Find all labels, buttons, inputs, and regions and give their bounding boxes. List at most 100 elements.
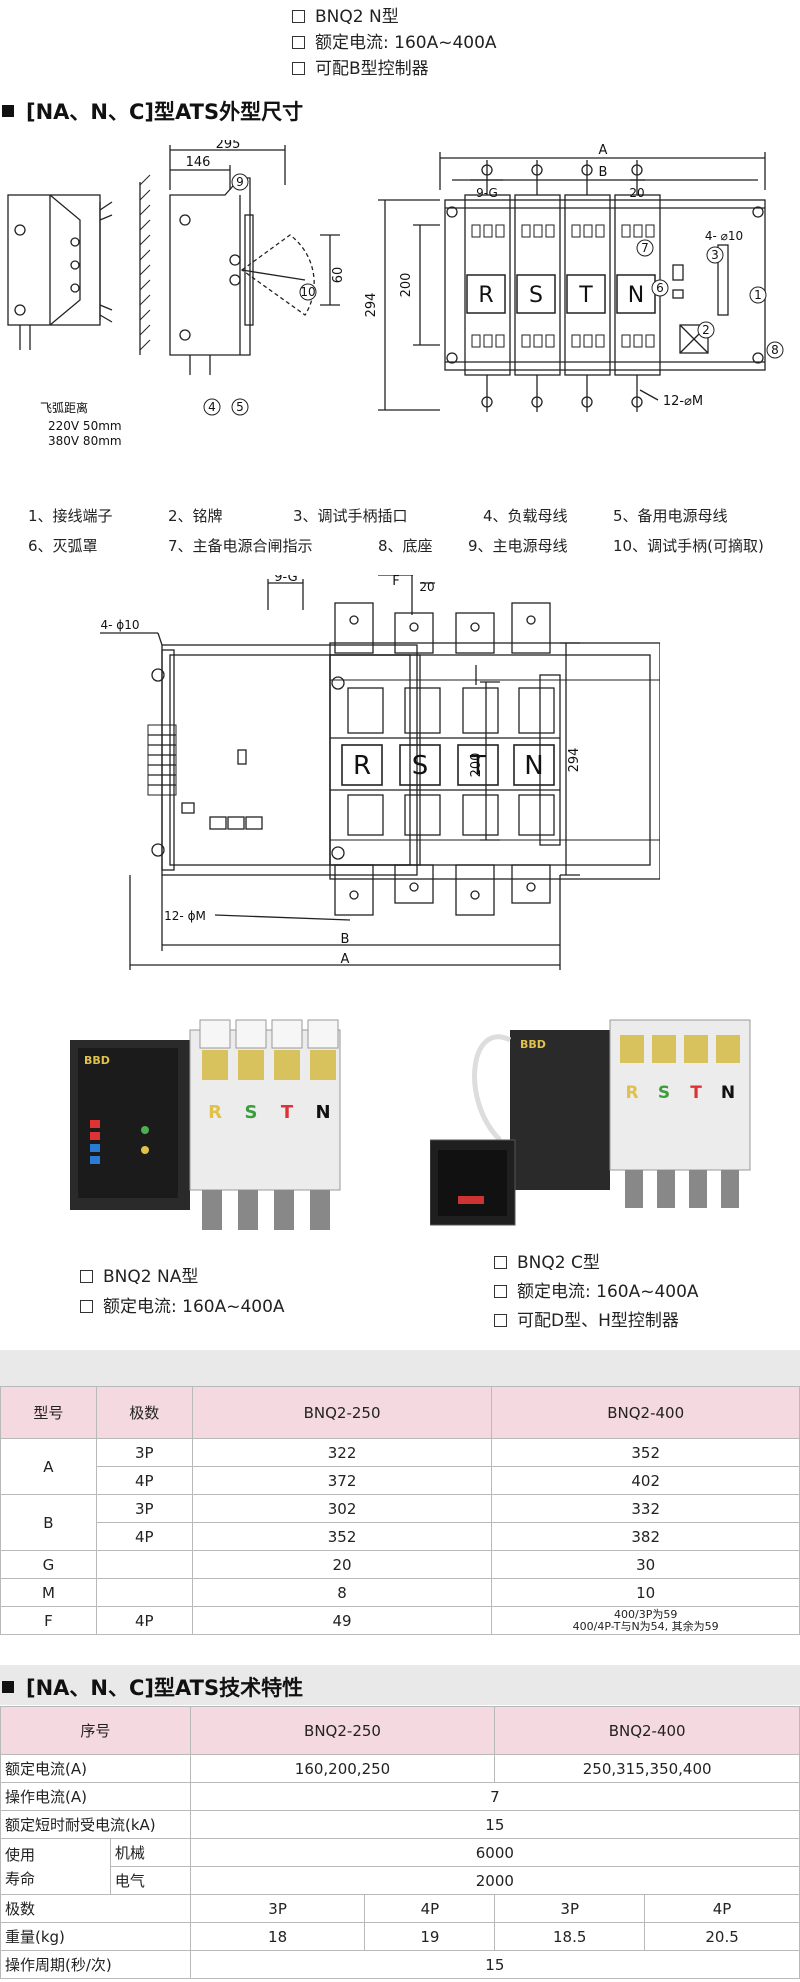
header-cell: 极数	[95, 1386, 193, 1439]
life-label-top: 使用	[5, 1845, 36, 1864]
legend-item: 1、接线端子	[28, 507, 113, 525]
product-photo-na: BBD R S T N	[70, 1019, 341, 1230]
table-row: 电气 2000	[1, 1866, 800, 1895]
dim-294: 294	[567, 748, 582, 773]
section-square-icon	[2, 1681, 14, 1693]
fly-arc-380: 380V 80mm	[48, 434, 122, 448]
phase-r: R	[353, 751, 371, 781]
dim-b: B	[341, 932, 350, 947]
callout-2: 2	[702, 323, 710, 337]
table-cell: 3P	[95, 1438, 193, 1467]
bullet-item: BNQ2 NA型	[80, 1264, 285, 1290]
phase-s: S	[529, 283, 543, 308]
table-cell: 20.5	[644, 1922, 800, 1951]
photo-phase-s: S	[658, 1083, 670, 1103]
table-cell: 18	[189, 1922, 366, 1951]
dim-200: 200	[399, 273, 414, 298]
section-title-text: [NA、N、C]型ATS技术特性	[26, 1676, 304, 1700]
checkbox-square-icon	[80, 1300, 93, 1313]
brand-logo: BBD	[520, 1038, 546, 1051]
table-header-row: 型号 极数 BNQ2-250 BNQ2-400	[0, 1386, 800, 1439]
bullet-item: 额定电流: 160A~400A	[292, 30, 497, 56]
callout-7: 7	[641, 241, 649, 255]
bullet-item: 额定电流: 160A~400A	[494, 1279, 699, 1305]
dim-9-g: 9-G	[274, 575, 298, 585]
legend-item: 6、灭弧罩	[28, 537, 98, 555]
table-row: 操作周期(秒/次) 15	[0, 1950, 800, 1979]
brand-logo: BBD	[84, 1054, 110, 1067]
fly-arc-220: 220V 50mm	[48, 419, 122, 433]
section2-band	[0, 1665, 800, 1705]
checkbox-square-icon	[292, 10, 305, 23]
sub-label: 机械	[109, 1838, 191, 1867]
table-row: M 8 10	[0, 1578, 800, 1607]
photo-phase-n: N	[315, 1102, 330, 1123]
table-cell: 4P	[95, 1466, 193, 1495]
bullet-item: 可配B型控制器	[292, 56, 497, 82]
table-cell: 30	[491, 1550, 800, 1579]
table-cell: 10	[491, 1578, 800, 1607]
section-square-icon	[2, 105, 14, 117]
dim-20: 20	[419, 580, 434, 594]
f400-line: 400/4P-T与N为54, 其余为59	[572, 1619, 719, 1633]
phase-t: T	[469, 751, 486, 781]
bullet-text: 额定电流: 160A~400A	[517, 1282, 699, 1302]
header-cell: BNQ2-250	[189, 1706, 496, 1755]
phase-s: S	[412, 751, 429, 781]
dim-a: A	[599, 143, 608, 158]
table-cell: 3P	[95, 1494, 193, 1523]
table-cell: 372	[191, 1466, 493, 1495]
legend-item: 7、主备电源合闸指示	[168, 537, 313, 555]
checkbox-square-icon	[292, 62, 305, 75]
callout-9: 9	[236, 175, 244, 189]
dim-60: 60	[331, 267, 346, 284]
bullet-text: BNQ2 C型	[517, 1253, 600, 1273]
table-row: G 20 30	[0, 1550, 800, 1579]
header-cell: 型号	[0, 1386, 97, 1439]
table-row: 极数 3P 4P 3P 4P	[0, 1894, 800, 1923]
product-na-captions: BNQ2 NA型 额定电流: 160A~400A	[80, 1264, 285, 1320]
table-cell: 15	[189, 1950, 800, 1979]
table-cell: 18.5	[494, 1922, 646, 1951]
checkbox-square-icon	[292, 36, 305, 49]
dim-4-phi10: 4- ⌀10	[705, 229, 743, 243]
legend-row: 6、灭弧罩 7、主备电源合闸指示 8、底座 9、主电源母线 10、调试手柄(可摘…	[28, 535, 798, 565]
product-photo-c: BBD R S T N	[430, 1019, 751, 1226]
table-cell: 4P	[644, 1894, 800, 1923]
dim-200: 200	[469, 753, 484, 778]
table-cell: 250,315,350,400	[494, 1754, 800, 1783]
table-cell: F	[0, 1606, 97, 1635]
fly-arc-label: 飞弧距离	[40, 400, 88, 415]
phase-n: N	[628, 283, 644, 308]
table-cell	[95, 1578, 193, 1607]
table-cell: 49	[191, 1606, 493, 1635]
legend-item: 8、底座	[378, 537, 433, 555]
dimension-drawing-top: 9 10 4 5 6 7 3 2 1 8 295 146 60 A B 9-G …	[7, 140, 784, 448]
legend-item: 3、调试手柄插口	[293, 507, 408, 525]
legend-item: 9、主电源母线	[468, 537, 568, 555]
bullet-text: 可配B型控制器	[315, 59, 429, 79]
table-row: 使用 寿命 机械 6000	[0, 1838, 800, 1895]
life-label-bottom: 寿命	[5, 1869, 36, 1888]
dim-294: 294	[364, 293, 379, 318]
dim-b: B	[599, 165, 608, 180]
table-row: 重量(kg) 18 19 18.5 20.5	[0, 1922, 800, 1951]
tech-table: 序号 BNQ2-250 BNQ2-400 额定电流(A) 160,200,250…	[0, 1706, 800, 1979]
bullet-text: 额定电流: 160A~400A	[315, 33, 497, 53]
checkbox-square-icon	[80, 1270, 93, 1283]
dim-295: 295	[216, 140, 241, 152]
phase-n: N	[524, 751, 543, 781]
table-top-band	[0, 1350, 800, 1386]
legend-item: 4、负载母线	[483, 507, 568, 525]
bullet-item: BNQ2 N型	[292, 4, 497, 30]
bullet-text: BNQ2 NA型	[103, 1267, 199, 1287]
table-row: 额定短时耐受电流(kA) 15	[0, 1810, 800, 1839]
top-bullet-list: BNQ2 N型 额定电流: 160A~400A 可配B型控制器	[292, 4, 497, 82]
bullet-text: BNQ2 N型	[315, 7, 399, 27]
callout-6: 6	[656, 281, 664, 295]
table-row: 额定电流(A) 160,200,250 250,315,350,400	[0, 1754, 800, 1783]
phase-t: T	[578, 283, 593, 308]
photo-phase-t: T	[690, 1083, 702, 1103]
bullet-item: 可配D型、H型控制器	[494, 1308, 699, 1334]
photo-phase-n: N	[721, 1083, 735, 1103]
